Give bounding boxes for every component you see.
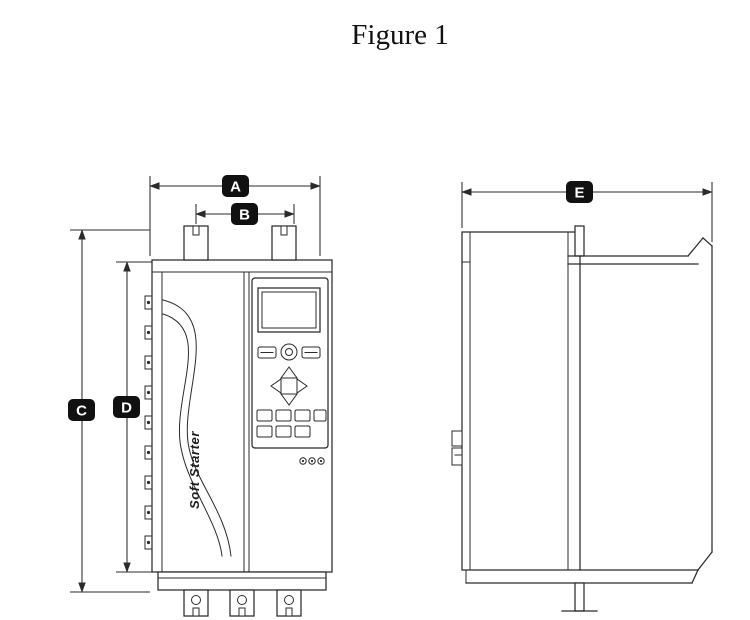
side-bottom-flange: [465, 569, 699, 584]
side-bottom-tab: [561, 582, 598, 612]
dim-e-label: E: [574, 185, 584, 202]
figure-title: Figure 1: [351, 19, 448, 51]
tab-slot: [280, 225, 288, 236]
control-panel: [251, 277, 329, 465]
dim-c-badge: C: [68, 399, 95, 421]
tab-slot: [238, 607, 246, 617]
brand-text: Soft Starter: [187, 431, 202, 509]
dimension-a: A: [149, 175, 321, 256]
tab-hole: [237, 595, 247, 605]
tab-slot: [192, 225, 200, 236]
keypad-buttons: [256, 409, 327, 438]
dim-b-label: B: [239, 207, 250, 224]
mounting-tab-bottom-2: [229, 589, 255, 617]
bottom-plate: [157, 571, 327, 591]
dimension-d: D: [113, 261, 152, 573]
side-view: [451, 225, 713, 612]
tab-hole: [191, 595, 201, 605]
side-top-flange: [567, 255, 699, 265]
dim-a-label: A: [230, 179, 241, 196]
dimension-b: B: [195, 203, 295, 225]
up-arrow-icon: [280, 366, 298, 379]
dim-d-badge: D: [113, 396, 140, 418]
down-arrow-icon: [280, 393, 298, 406]
dim-d-label: D: [121, 400, 132, 417]
side-top-tab: [574, 225, 585, 257]
status-leds: [299, 457, 325, 465]
front-view: Soft Starter: [144, 225, 333, 617]
mounting-tab-top-right: [271, 225, 297, 261]
left-arrow-icon: [270, 378, 282, 394]
dim-e-badge: E: [566, 181, 593, 203]
housing-swoosh: [162, 299, 232, 557]
dim-b-badge: B: [231, 203, 258, 225]
mounting-tab-bottom-3: [276, 589, 302, 617]
side-device-body: [461, 231, 581, 571]
mounting-tab-bottom-1: [183, 589, 209, 617]
dim-a-badge: A: [222, 175, 249, 197]
mounting-tab-top-left: [183, 225, 209, 261]
tab-slot: [285, 607, 293, 617]
side-back-plate: [687, 237, 713, 571]
tab-hole: [284, 595, 294, 605]
side-front-clip: [451, 430, 463, 466]
lcd-display: [257, 287, 321, 333]
function-keys: [257, 346, 321, 359]
right-arrow-icon: [296, 378, 308, 394]
tab-slot: [192, 607, 200, 617]
heatsink-clips: [144, 295, 153, 550]
dim-c-label: C: [76, 403, 87, 420]
arrow-keys: [270, 366, 308, 406]
dimension-c: C: [68, 229, 150, 593]
enter-button: [280, 343, 298, 361]
dimension-e: E: [461, 181, 713, 242]
